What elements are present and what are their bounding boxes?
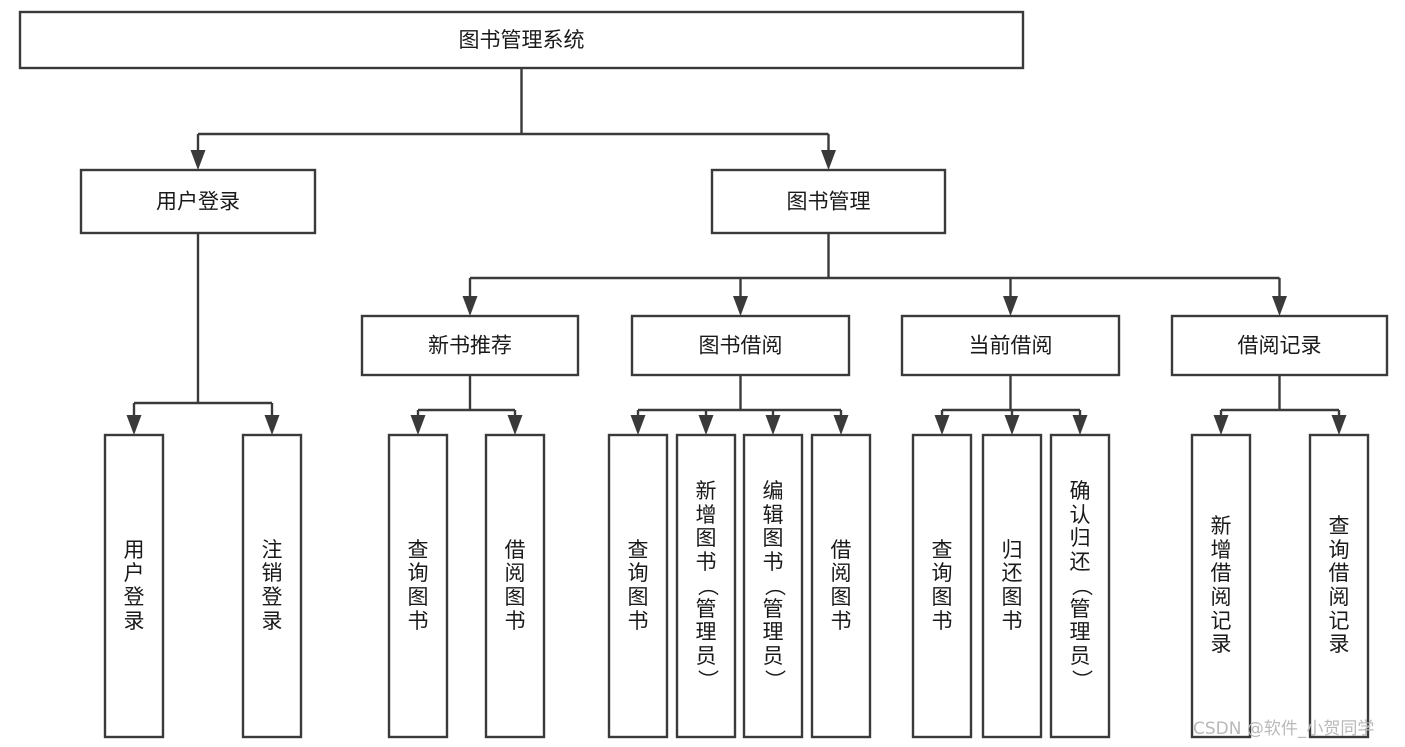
node-book-borrow-box[interactable] (630, 314, 851, 377)
arrow-head-icon-leaf-query-book-2 (630, 415, 646, 435)
arrow-head-icon-leaf-add-record (1213, 415, 1229, 435)
arrow-head-icon-book-manage (821, 150, 836, 170)
node-leaf-edit-book-box[interactable] (742, 433, 804, 739)
node-leaf-query-book-1-box[interactable] (387, 433, 449, 739)
arrow-head-icon-leaf-user-login (126, 415, 142, 435)
arrow-head-icon-leaf-borrow-book-2 (833, 415, 849, 435)
node-book-borrow-label: 图书借阅 (699, 334, 783, 358)
arrow-head-icon-leaf-return-book (1004, 415, 1020, 435)
arrow-head-icon-leaf-query-book-3 (934, 415, 950, 435)
node-new-book-rec-label: 新书推荐 (428, 334, 512, 358)
node-user-login-box[interactable] (79, 168, 317, 235)
node-leaf-user-login-box[interactable] (103, 433, 165, 739)
node-root-label: 图书管理系统 (459, 28, 585, 52)
arrow-head-icon-book-borrow (733, 296, 748, 316)
arrow-head-icon-leaf-query-book-1 (410, 415, 426, 435)
node-leaf-borrow-book-2-box[interactable] (810, 433, 872, 739)
arrow-head-icon-leaf-borrow-book-1 (507, 415, 523, 435)
arrow-head-icon-new-book-rec (462, 296, 478, 316)
node-leaf-query-book-2-box[interactable] (607, 433, 669, 739)
arrow-head-icon-leaf-add-book (698, 415, 714, 435)
arrow-head-icon-leaf-confirm-return (1072, 415, 1088, 435)
arrow-head-icon-leaf-query-record (1331, 415, 1347, 435)
node-book-manage-box[interactable] (710, 168, 947, 235)
arrow-head-icon-current-borrow (1003, 296, 1018, 316)
arrow-head-icon-borrow-record (1272, 296, 1287, 316)
node-leaf-query-record-box[interactable] (1308, 433, 1370, 739)
node-user-login-label: 用户登录 (156, 190, 240, 214)
node-root-box[interactable] (18, 10, 1025, 70)
node-leaf-add-book-box[interactable] (675, 433, 737, 739)
node-borrow-record-label: 借阅记录 (1238, 334, 1322, 358)
node-leaf-return-book-box[interactable] (981, 433, 1043, 739)
node-leaf-confirm-return-box[interactable] (1049, 433, 1111, 739)
node-leaf-borrow-book-1-box[interactable] (484, 433, 546, 739)
arrow-head-icon-leaf-edit-book (765, 415, 781, 435)
node-book-manage-label: 图书管理 (787, 190, 871, 214)
node-leaf-logout-box[interactable] (241, 433, 303, 739)
node-leaf-add-record-box[interactable] (1190, 433, 1252, 739)
arrow-head-icon-leaf-logout (264, 415, 280, 435)
arrow-head-icon-user-login (190, 150, 206, 170)
node-leaf-query-book-3-box[interactable] (911, 433, 973, 739)
node-borrow-record-box[interactable] (1170, 314, 1389, 377)
node-current-borrow-label: 当前借阅 (969, 334, 1053, 358)
